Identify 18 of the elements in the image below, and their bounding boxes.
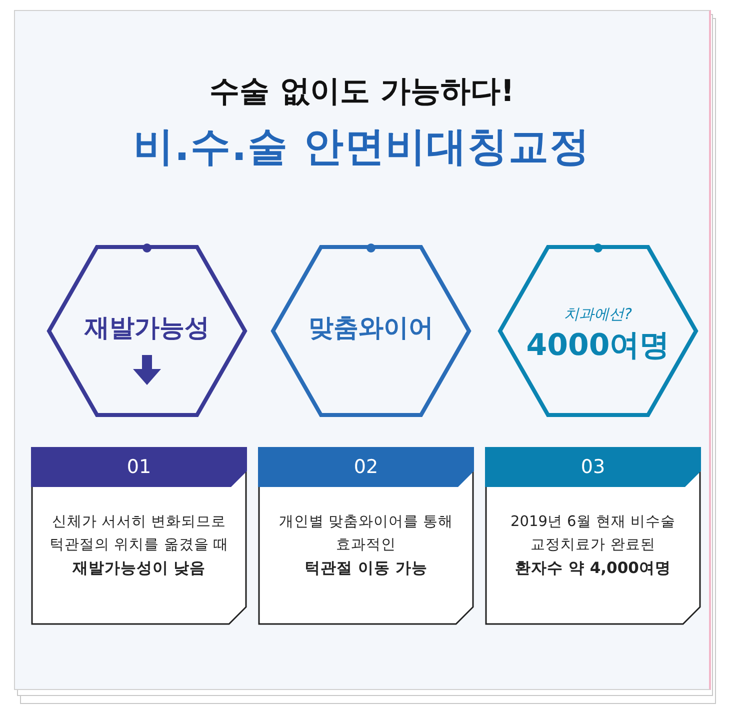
info-card [258,447,474,625]
heading: 수술 없이도 가능하다! [208,73,516,111]
hexagon-title: 4000여명 [525,327,671,365]
hexagon-shape [496,243,700,419]
info-card [485,447,701,625]
card-text: 2019년 6월 현재 비수술 교정치료가 완료된 환자수 약 4,000여명 [510,513,676,579]
hexagon-shape [269,243,473,419]
hexagon-title: 재발가능성 [83,312,210,344]
subheading: 비.수.술 안면비대칭교정 [132,123,592,172]
card-number: 01 [126,455,152,480]
hexagon-caption: 치과에선? [563,305,633,324]
card-text: 신체가 서서히 변화되므로 턱관절의 위치를 옮겼을 때 재발가능성이 낮음 [48,513,230,579]
hexagon-title: 맞춤와이어 [308,312,434,344]
card-number: 03 [580,455,606,480]
card-number: 02 [352,455,380,480]
hexagon-shape [45,243,249,419]
card-text: 개인별 맞춤와이어를 통해 효과적인 턱관절 이동 가능 [278,513,454,579]
info-card [31,447,247,625]
